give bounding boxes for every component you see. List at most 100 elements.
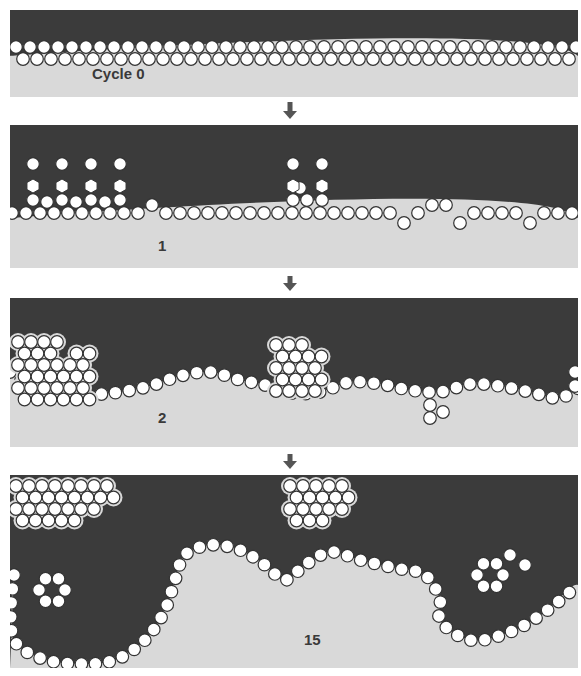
atom (34, 652, 47, 665)
atom (556, 41, 569, 54)
atom (356, 207, 369, 220)
atom (10, 597, 18, 610)
atom (73, 53, 86, 66)
atom (496, 207, 509, 220)
atom (477, 580, 490, 593)
atom (177, 369, 190, 382)
atom (248, 41, 261, 54)
atom (216, 207, 229, 220)
atom (17, 53, 30, 66)
substrate-region (10, 38, 578, 97)
atom (49, 480, 62, 493)
atom (88, 503, 101, 516)
atom (56, 194, 69, 207)
atom (309, 385, 322, 398)
atom (316, 514, 329, 527)
atom (55, 491, 68, 504)
atom (341, 549, 354, 562)
atom (471, 569, 484, 582)
atom (81, 491, 94, 504)
atom (165, 585, 178, 598)
atom (296, 339, 309, 352)
atom (61, 657, 74, 668)
atom (94, 41, 107, 54)
cycle-panel (10, 125, 578, 268)
substrate-region (10, 199, 578, 268)
atom (395, 382, 408, 395)
atom (546, 391, 559, 404)
atom (116, 650, 129, 663)
cycle-arrow (283, 276, 297, 291)
atom (297, 503, 310, 516)
atom (206, 41, 219, 54)
atom (18, 393, 31, 406)
atom (482, 207, 495, 220)
atom (412, 207, 425, 220)
atom (552, 595, 565, 608)
atom (147, 623, 160, 636)
atom (57, 393, 70, 406)
atom (316, 194, 329, 207)
atom (188, 207, 201, 220)
atom (296, 362, 309, 375)
atom (291, 565, 304, 578)
atom (360, 41, 373, 54)
atom (12, 382, 25, 395)
atom (80, 41, 93, 54)
atom (409, 384, 422, 397)
atom (39, 572, 52, 585)
adsorbed-molecule (85, 179, 97, 193)
atom (51, 359, 64, 372)
atom (566, 207, 578, 220)
atom (31, 53, 44, 66)
atom (25, 359, 38, 372)
atom (395, 53, 408, 66)
atom (114, 158, 127, 171)
atom (302, 556, 315, 569)
atom (36, 480, 49, 493)
atom (75, 480, 88, 493)
atom (16, 491, 29, 504)
atom (505, 382, 518, 395)
atom (185, 53, 198, 66)
atom (174, 207, 187, 220)
atom (56, 158, 69, 171)
atom (302, 373, 315, 386)
atom (83, 347, 96, 360)
atom (472, 41, 485, 54)
atom (276, 373, 289, 386)
atom (304, 41, 317, 54)
atom (64, 382, 77, 395)
atom (118, 207, 131, 220)
atom (204, 366, 217, 379)
atom (409, 53, 422, 66)
atom (296, 385, 309, 398)
atom (85, 194, 98, 207)
atom (316, 491, 329, 504)
atom (424, 412, 437, 425)
atom (504, 549, 517, 562)
atom (315, 373, 328, 386)
atom (314, 549, 327, 562)
atom (297, 480, 310, 493)
atom (181, 547, 194, 560)
atom (10, 207, 18, 220)
atom (284, 503, 297, 516)
atom (23, 503, 36, 516)
atom (62, 480, 75, 493)
atom (164, 41, 177, 54)
atom (440, 621, 453, 634)
atom (505, 625, 518, 638)
atom (479, 633, 492, 646)
atom (309, 362, 322, 375)
atom (42, 514, 55, 527)
atom (429, 583, 442, 596)
atom (301, 194, 314, 207)
atom (297, 53, 310, 66)
atom (381, 379, 394, 392)
atom (535, 53, 548, 66)
atom (402, 41, 415, 54)
atom (283, 385, 296, 398)
atom (190, 366, 203, 379)
